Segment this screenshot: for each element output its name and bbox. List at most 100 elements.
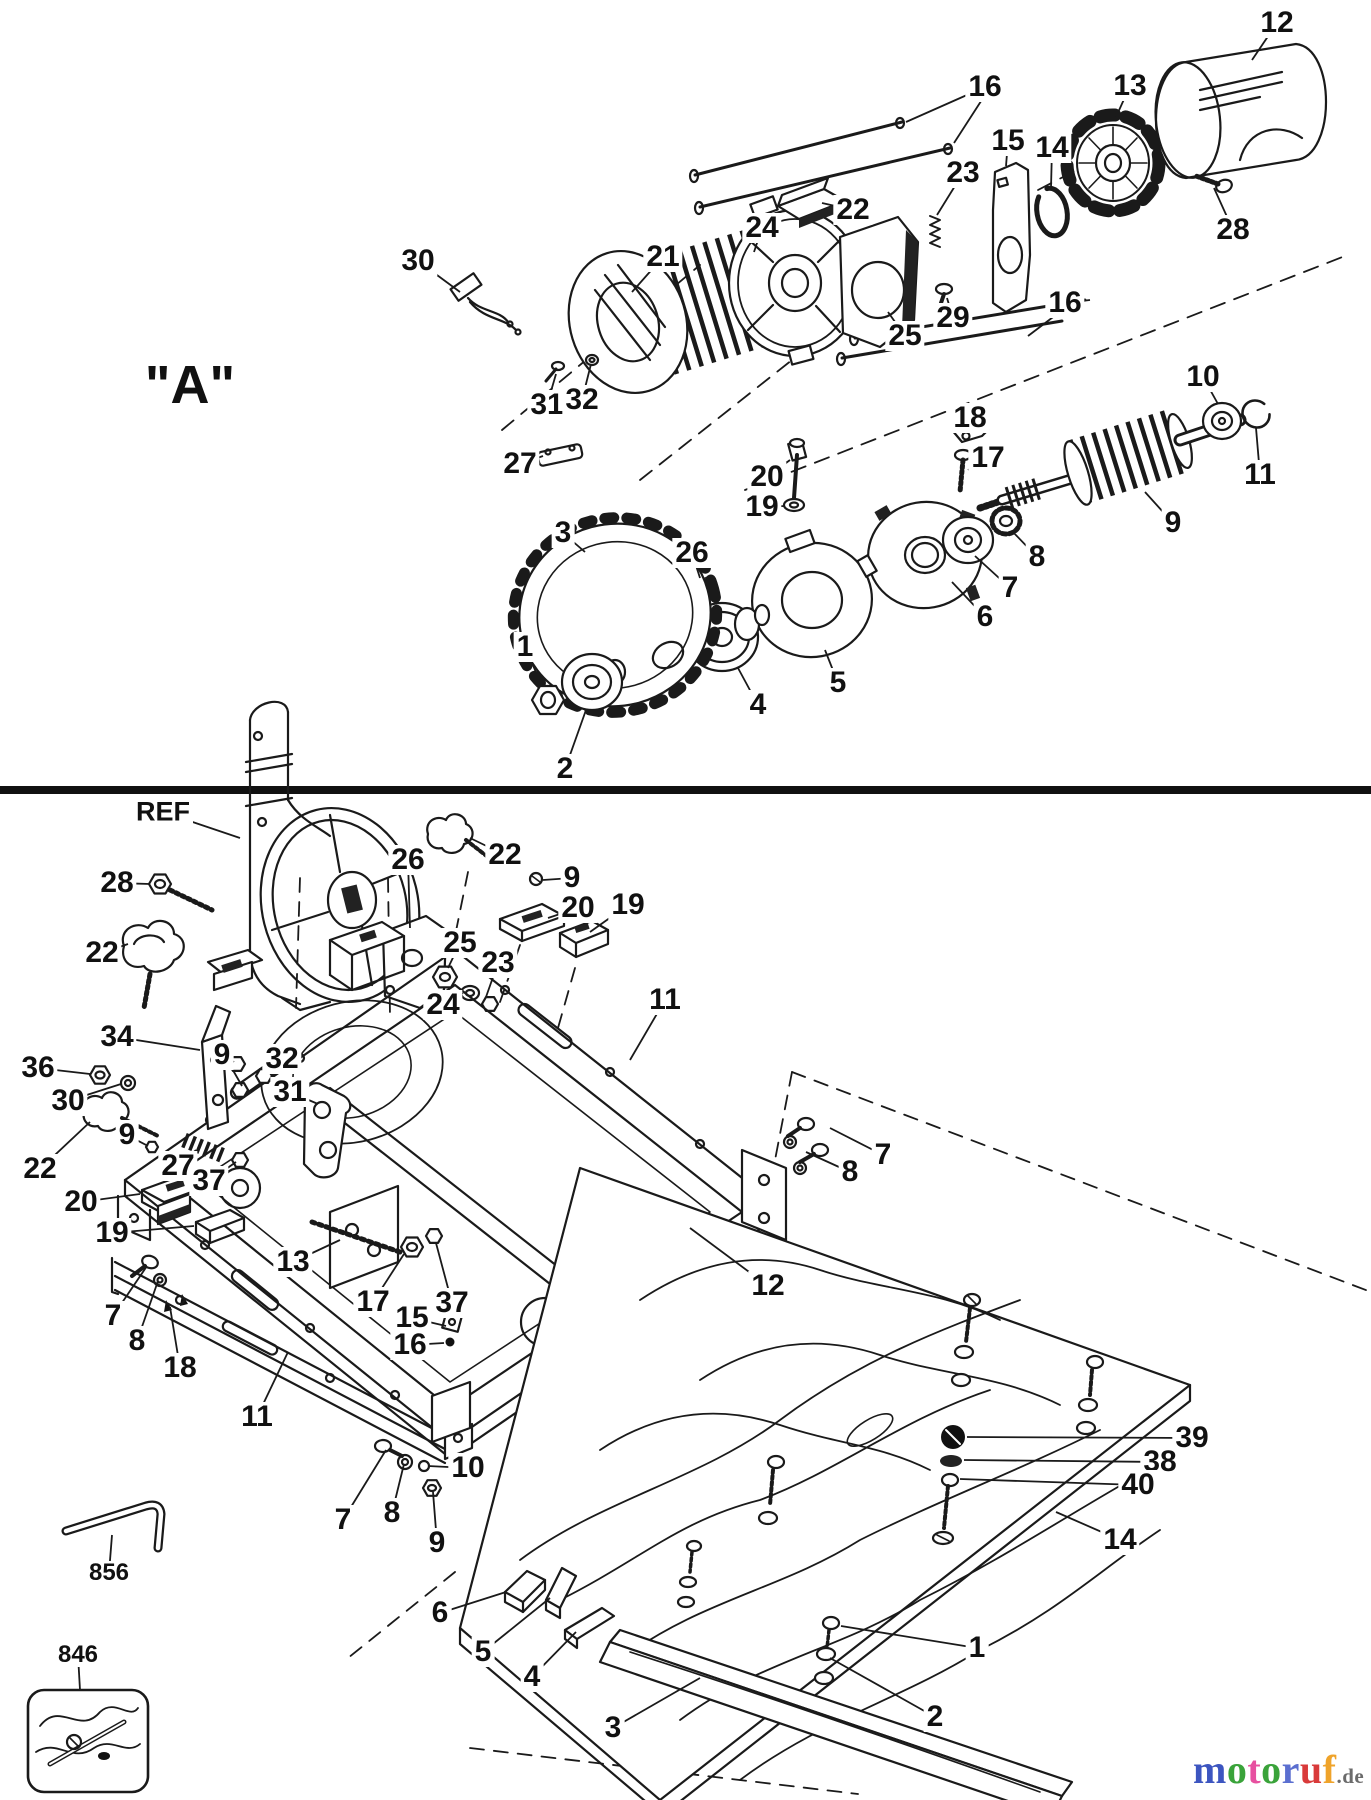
leader-line [1202,376,1219,405]
leader-line [342,1449,387,1521]
leader-line [951,581,986,618]
leader-line [37,1067,91,1075]
leader-line [169,1306,181,1369]
leader-line [111,1225,195,1234]
foot-hardware-art [373,1380,472,1497]
fan-art [1060,108,1166,218]
leader-line [1050,147,1053,189]
leader-line [442,992,464,1006]
leader-line [407,859,411,929]
leader-line [761,505,786,508]
watermark-word: motoruf [1193,1747,1337,1792]
hex-key-icon [61,1500,166,1553]
leader-line [391,1463,405,1514]
leader-line [39,1121,91,1170]
leader-line [469,837,506,856]
leader-line [959,1478,1139,1486]
leader-line [524,646,543,687]
leader-line [974,555,1011,589]
leader-line [1255,427,1261,476]
leader-line [1005,140,1009,167]
leader-line [589,904,629,933]
leader-line [108,1534,113,1574]
rotor-parts-art [750,500,1023,659]
leader-line [905,86,986,123]
leader-line [432,1491,438,1544]
leader-line [963,1459,1161,1463]
leader-line [887,311,906,337]
motor-exploded-art [449,42,1346,718]
leader-line [946,297,954,319]
leader-line [225,1057,243,1087]
motor-housing-art [1154,42,1328,194]
leader-line [546,373,557,406]
right-corner-screws-art [782,1116,830,1176]
leader-line [447,942,461,969]
leader-line [267,1058,283,1073]
leader-line [177,1149,197,1167]
section-divider [0,786,1371,794]
leader-line [126,1134,149,1147]
leader-line [531,1631,577,1678]
leader-line [482,1597,551,1653]
lock-knob-left-art [121,873,215,1011]
leader-line [824,649,839,684]
leader-line [966,1436,1193,1439]
leader-line [80,1193,141,1203]
armature-art [976,399,1271,512]
leader-line [829,1657,936,1718]
leader-line [1115,85,1131,118]
leader-line [829,1127,884,1156]
parts-bag-icon [26,1688,150,1794]
leader-line [840,1625,978,1649]
leader-line [691,552,701,579]
leader-line [67,1083,122,1102]
leader-line [753,227,763,253]
leader-line [77,1654,81,1691]
table-screws-art [676,1292,1105,1686]
leader-line [409,1342,445,1346]
watermark-logo: motoruf.de [1193,1750,1364,1790]
baffle-plate-art [991,161,1070,314]
leader-line [292,1239,341,1263]
blade-guard-housing-art [206,700,421,1012]
leader-line [112,1265,148,1317]
leader-line [208,1161,237,1182]
leader-line [581,363,592,401]
leader-line [612,1677,701,1729]
leader-line [631,256,664,293]
leader-line [116,1036,201,1051]
leader-line [1144,491,1174,524]
leader-line [547,907,579,919]
leader-line [961,417,971,437]
leader-line [136,1280,159,1342]
leader-line [1064,299,1091,304]
leader-line [766,459,791,478]
fence-pieces-art [503,1566,1074,1800]
leader-line [101,943,129,954]
leader-line [417,260,461,293]
leader-line [805,1151,851,1173]
sw-screws-art [130,1219,463,1347]
leader-line [1055,1511,1121,1541]
leader-line [116,882,151,885]
leader-line [689,1227,769,1287]
leader-line [519,455,544,465]
leader-line [427,1465,469,1469]
leader-line [629,999,666,1061]
end-bell-art [727,195,863,366]
leader-line [162,811,241,839]
leader-line [821,202,854,211]
leader-line [256,1351,289,1418]
leader-line [542,877,573,881]
leader-line [485,962,499,998]
leader-line [372,1253,405,1303]
leader-line [1027,307,1066,337]
leader-line [439,1591,507,1614]
leader-line [967,457,989,471]
leader-line [1012,531,1038,558]
leader-line [936,172,964,216]
leader-line [737,667,759,706]
